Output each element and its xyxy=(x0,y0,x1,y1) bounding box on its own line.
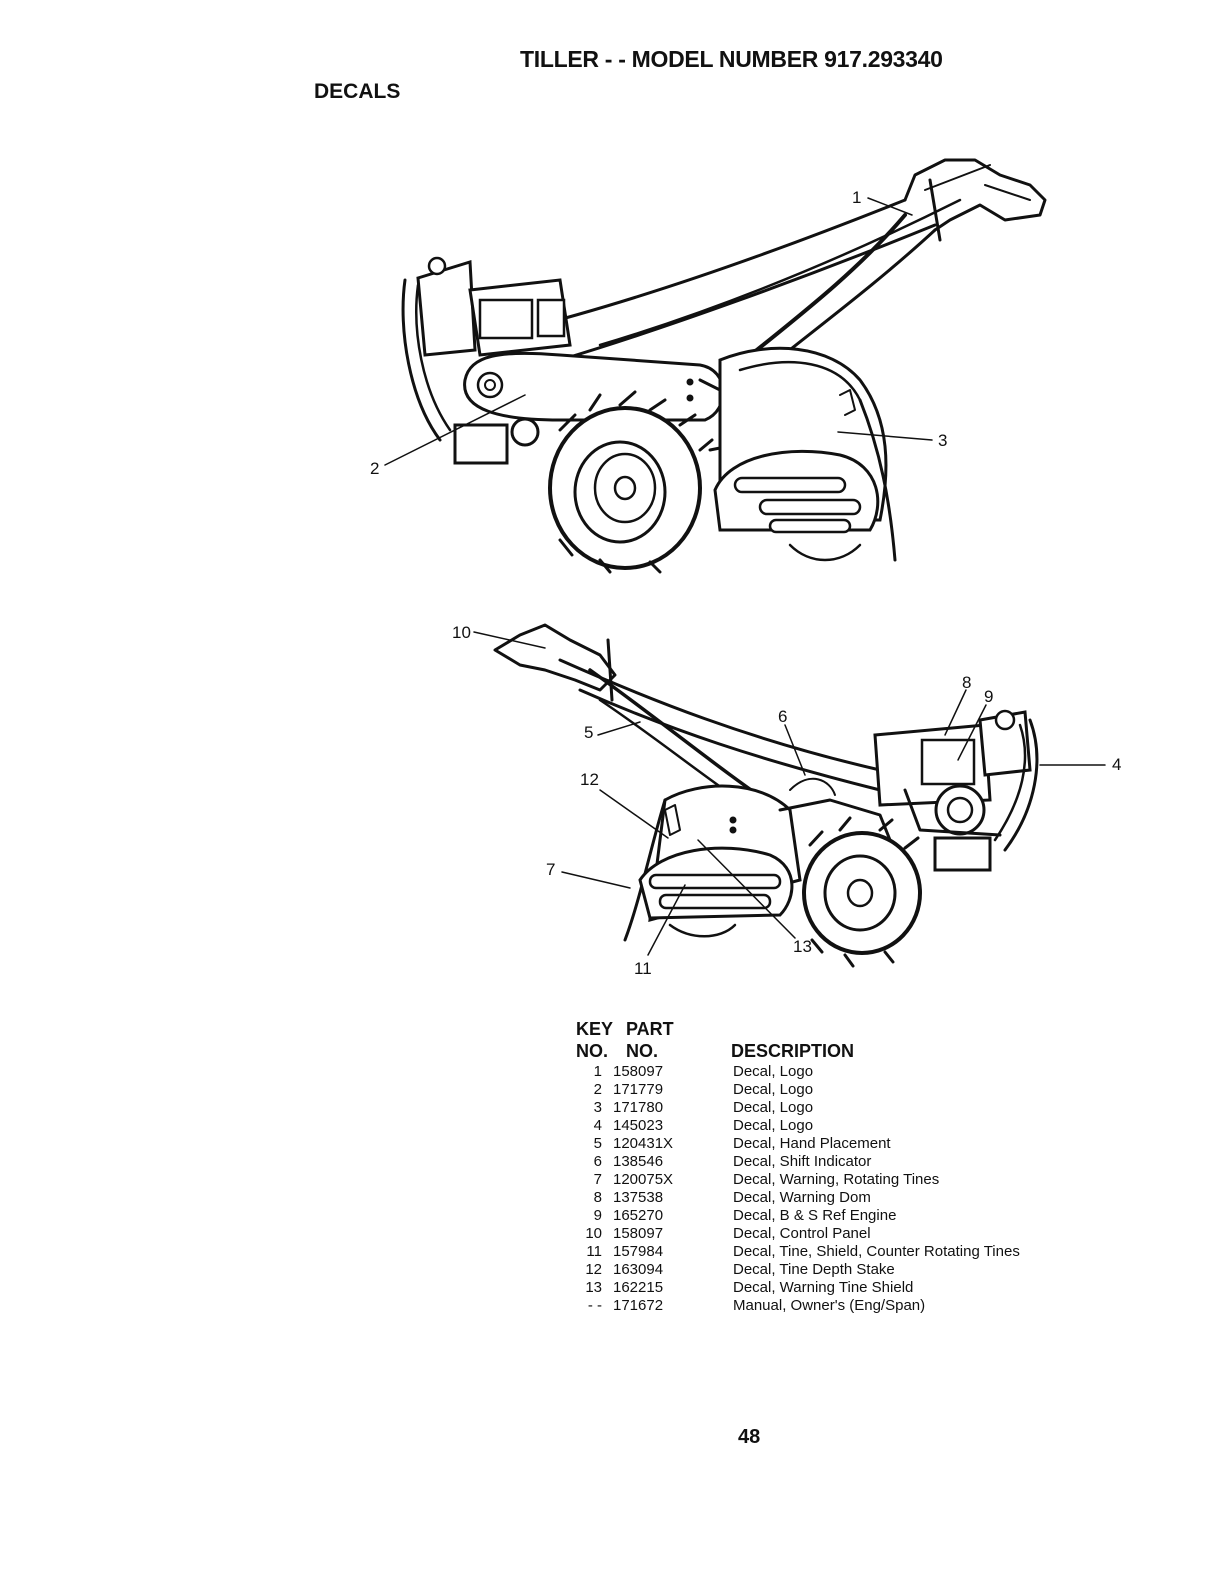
tiller-top-illustration xyxy=(401,158,1047,574)
part-no-cell: 165270 xyxy=(613,1207,664,1224)
part-no-cell: 120075X xyxy=(613,1171,674,1188)
callout-7: 7 xyxy=(546,860,555,879)
key-no-cell: 6 xyxy=(593,1153,602,1170)
callout-9: 9 xyxy=(984,687,993,706)
description-cell: Decal, Warning Dom xyxy=(733,1189,871,1206)
part-no-cell: 163094 xyxy=(613,1261,664,1278)
table-row: 7 120075X Decal, Warning, Rotating Tines xyxy=(576,1171,1136,1189)
key-no-cell: 3 xyxy=(593,1099,602,1116)
part-no-cell: 158097 xyxy=(613,1063,664,1080)
part-no-cell: 137538 xyxy=(613,1189,664,1206)
part-no-cell: 158097 xyxy=(613,1225,664,1242)
part-no-cell: 162215 xyxy=(613,1279,664,1296)
table-row: 9 165270 Decal, B & S Ref Engine xyxy=(576,1207,1136,1225)
callout-13: 13 xyxy=(793,937,812,956)
key-no-cell: 7 xyxy=(593,1171,602,1188)
description-cell: Decal, Logo xyxy=(733,1117,814,1134)
part-no-cell: 145023 xyxy=(613,1117,664,1134)
description-cell: Decal, Tine, Shield, Counter Rotating Ti… xyxy=(733,1243,1020,1260)
part-no-cell: 171780 xyxy=(613,1099,664,1116)
header-key-line1: KEY xyxy=(576,1019,614,1039)
key-no-cell: 10 xyxy=(585,1225,602,1242)
header-description: DESCRIPTION xyxy=(731,1041,855,1061)
part-no-cell: 157984 xyxy=(613,1243,664,1260)
part-no-cell: 171672 xyxy=(613,1297,664,1314)
callout-2: 2 xyxy=(370,459,379,478)
table-row: 5 120431X Decal, Hand Placement xyxy=(576,1135,1136,1153)
key-no-cell: 8 xyxy=(593,1189,602,1206)
key-no-cell: 4 xyxy=(593,1117,602,1134)
table-row: 2 171779 Decal, Logo xyxy=(576,1081,1136,1099)
callout-8: 8 xyxy=(962,673,971,692)
header-part-line2: NO. xyxy=(626,1041,659,1061)
part-no-cell: 138546 xyxy=(613,1153,664,1170)
description-cell: Decal, Logo xyxy=(733,1063,814,1080)
callout-10: 10 xyxy=(452,623,471,642)
header-key-line2: NO. xyxy=(576,1041,609,1061)
key-no-cell: 11 xyxy=(586,1243,602,1260)
description-cell: Decal, Logo xyxy=(733,1099,814,1116)
key-no-cell: 1 xyxy=(593,1063,602,1080)
key-no-cell: 12 xyxy=(585,1261,602,1278)
callout-1: 1 xyxy=(852,188,861,207)
page-title: TILLER - - MODEL NUMBER 917.293340 xyxy=(520,46,943,72)
key-no-cell: - - xyxy=(587,1297,602,1314)
page-number: 48 xyxy=(738,1426,761,1448)
section-heading: DECALS xyxy=(314,80,401,103)
header-part-line1: PART xyxy=(626,1019,674,1039)
callout-3: 3 xyxy=(938,431,947,450)
description-cell: Decal, Logo xyxy=(733,1081,814,1098)
key-no-cell: 13 xyxy=(585,1279,602,1296)
table-row: 11 157984 Decal, Tine, Shield, Counter Rot… xyxy=(576,1243,1136,1261)
callout-5: 5 xyxy=(584,723,593,742)
table-row: 6 138546 Decal, Shift Indicator xyxy=(576,1153,1136,1171)
part-no-cell: 171779 xyxy=(613,1081,664,1098)
description-cell: Decal, Tine Depth Stake xyxy=(733,1261,895,1278)
table-row: 4 145023 Decal, Logo xyxy=(576,1117,1136,1135)
description-cell: Decal, B & S Ref Engine xyxy=(733,1207,897,1224)
tiller-bottom-illustration xyxy=(493,623,1039,968)
key-no-cell: 9 xyxy=(593,1207,602,1224)
description-cell: Decal, Control Panel xyxy=(733,1225,871,1242)
table-row: 1 158097 Decal, Logo xyxy=(576,1063,1136,1081)
key-no-cell: 5 xyxy=(593,1135,602,1152)
description-cell: Manual, Owner's (Eng/Span) xyxy=(733,1297,926,1314)
callout-11: 11 xyxy=(634,959,652,978)
table-row: 10 158097 Decal, Control Panel xyxy=(576,1225,1136,1243)
callout-4: 4 xyxy=(1112,755,1121,774)
description-cell: Decal, Warning Tine Shield xyxy=(733,1279,914,1296)
description-cell: Decal, Warning, Rotating Tines xyxy=(733,1171,940,1188)
callout-6: 6 xyxy=(778,707,787,726)
table-row: - - 171672 Manual, Owner's (Eng/Span) xyxy=(576,1297,1136,1315)
table-row: 3 171780 Decal, Logo xyxy=(576,1099,1136,1117)
table-row: 8 137538 Decal, Warning Dom xyxy=(576,1189,1136,1207)
callout-12: 12 xyxy=(580,770,599,789)
table-row: 12 163094 Decal, Tine Depth Stake xyxy=(576,1261,1136,1279)
table-row: 13 162215 Decal, Warning Tine Shield xyxy=(576,1279,1136,1297)
parts-table-header: KEY NO. PART NO. DESCRIPTION xyxy=(576,1019,1136,1063)
description-cell: Decal, Shift Indicator xyxy=(733,1153,872,1170)
part-no-cell: 120431X xyxy=(613,1135,674,1152)
description-cell: Decal, Hand Placement xyxy=(733,1135,891,1152)
key-no-cell: 2 xyxy=(593,1081,602,1098)
